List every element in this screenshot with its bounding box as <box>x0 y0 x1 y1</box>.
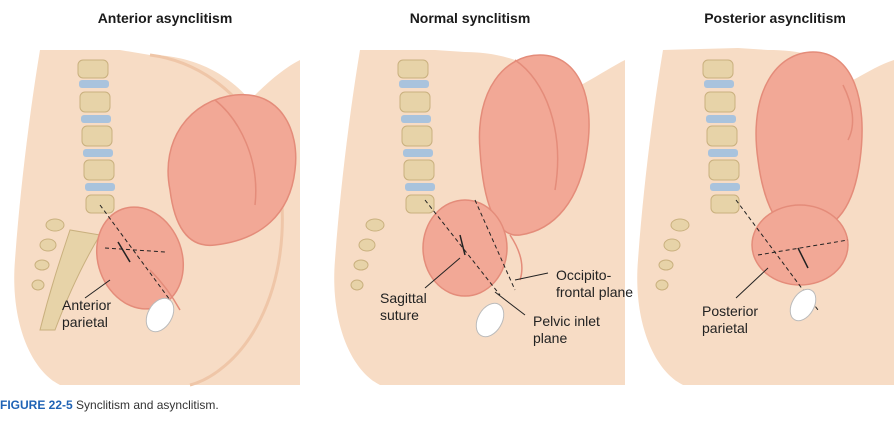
anterior-parietal-label: Anterior parietal <box>62 297 111 331</box>
anterior-parietal-line2: parietal <box>62 314 111 331</box>
panel-title-anterior: Anterior asynclitism <box>40 10 290 26</box>
posterior-parietal-label: Posterior parietal <box>702 303 758 337</box>
panel-title-normal: Normal synclitism <box>345 10 595 26</box>
figure-number: FIGURE 22-5 <box>0 398 73 412</box>
pelvic-inlet-line1: Pelvic inlet <box>533 313 600 330</box>
pelvic-inlet-line2: plane <box>533 330 600 347</box>
pelvic-inlet-plane-label: Pelvic inlet plane <box>533 313 600 347</box>
figure-caption: FIGURE 22-5 Synclitism and asynclitism. <box>0 398 219 412</box>
anterior-parietal-line1: Anterior <box>62 297 111 314</box>
anterior-asynclitism-illustration <box>0 30 300 390</box>
sagittal-suture-line2: suture <box>380 307 427 324</box>
posterior-parietal-line1: Posterior <box>702 303 758 320</box>
sagittal-suture-label: Sagittal suture <box>380 290 427 324</box>
figure-caption-text: Synclitism and asynclitism. <box>76 398 219 412</box>
posterior-parietal-line2: parietal <box>702 320 758 337</box>
panel-title-posterior: Posterior asynclitism <box>655 10 894 26</box>
sagittal-suture-line1: Sagittal <box>380 290 427 307</box>
